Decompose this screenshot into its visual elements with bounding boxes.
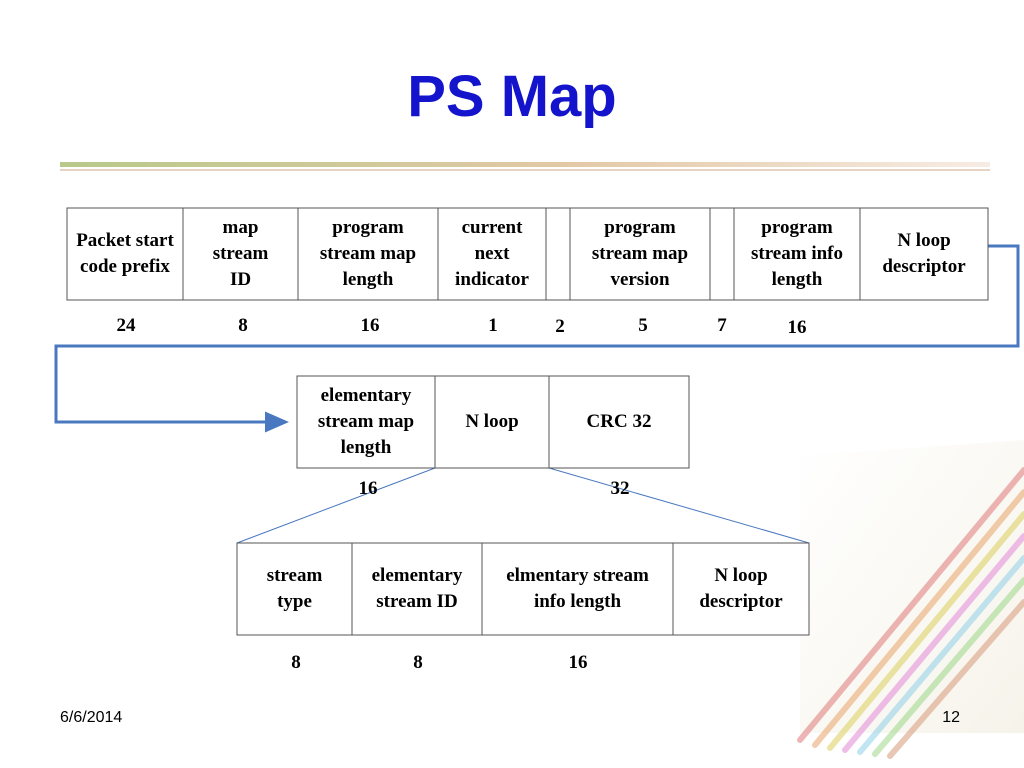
field-label: program stream map length (319, 217, 417, 290)
field-map-stream-id: map stream ID (183, 208, 298, 300)
field-label: map stream ID (212, 217, 269, 290)
field-label: elmentary stream info length (506, 565, 649, 612)
field-reserved-7 (710, 208, 734, 300)
field-program-stream-info-length: program stream info length (734, 208, 860, 300)
bits-current-next-indicator: 1 (488, 315, 498, 336)
expand-line-left (236, 467, 436, 544)
field-label: program stream info length (751, 217, 843, 290)
field-n-loop-descriptor-inner: N loop descriptor (673, 543, 809, 635)
bits-stream-type: 8 (291, 652, 301, 673)
continuation-arrow (54, 244, 1020, 433)
expand-line-right (548, 467, 810, 544)
field-elementary-stream-map-length: elementary stream map length (297, 376, 435, 468)
field-label: program stream map version (591, 217, 689, 290)
field-program-stream-map-length: program stream map length (298, 208, 438, 300)
middle-row-boxes (296, 375, 690, 469)
field-n-loop-descriptor: N loop descriptor (860, 208, 988, 300)
field-elementary-stream-id: elementary stream ID (352, 543, 482, 635)
field-current-next-indicator: current next indicator (438, 208, 546, 300)
field-reserved-2 (546, 208, 570, 300)
bits-packet-start-code-prefix: 24 (116, 315, 136, 336)
field-label: current next indicator (455, 217, 529, 290)
slide-date: 6/6/2014 (60, 709, 123, 726)
field-packet-start-code-prefix: Packet start code prefix (67, 208, 183, 300)
bits-crc-32: 32 (610, 478, 630, 499)
bits-elmentary-stream-info-length: 16 (568, 652, 588, 673)
bits-reserved-2: 2 (555, 316, 565, 337)
bits-elementary-stream-map-length: 16 (358, 478, 378, 499)
bits-reserved-7: 7 (717, 315, 727, 336)
field-program-stream-map-version: program stream map version (570, 208, 710, 300)
field-crc-32: CRC 32 (549, 376, 689, 468)
field-label: N loop descriptor (699, 565, 783, 612)
bits-program-stream-map-version: 5 (638, 315, 648, 336)
slide-page-number: 12 (942, 709, 960, 726)
field-stream-type: stream type (237, 543, 352, 635)
corner-decoration (797, 440, 1024, 759)
field-label: CRC 32 (586, 411, 652, 432)
slide-title: PS Map (407, 64, 617, 129)
field-label: elementary stream map length (317, 385, 415, 458)
header-rule (60, 162, 990, 171)
field-label: N loop (465, 411, 519, 432)
field-label: elementary stream ID (371, 565, 463, 612)
field-label: stream type (266, 565, 323, 612)
bits-program-stream-info-length: 16 (787, 317, 807, 338)
bottom-row-boxes (236, 542, 810, 636)
bits-map-stream-id: 8 (238, 315, 248, 336)
field-n-loop: N loop (435, 376, 549, 468)
top-row-boxes (66, 207, 989, 301)
bits-elementary-stream-id: 8 (413, 652, 423, 673)
bits-program-stream-map-length: 16 (360, 315, 380, 336)
field-elmentary-stream-info-length: elmentary stream info length (482, 543, 673, 635)
field-label: Packet start code prefix (76, 230, 174, 277)
field-label: N loop descriptor (882, 230, 966, 277)
